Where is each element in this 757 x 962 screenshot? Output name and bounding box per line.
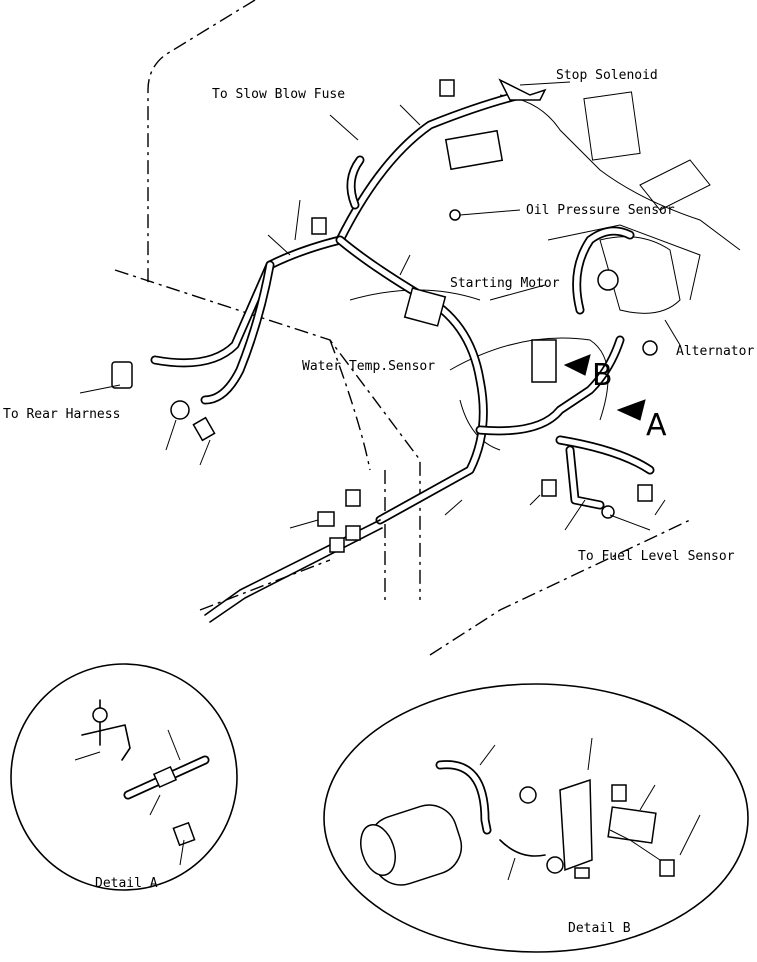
arrow-a-icon	[616, 399, 646, 421]
bolt-part	[345, 489, 361, 507]
label-to-slow-blow-fuse: To Slow Blow Fuse	[212, 87, 345, 102]
bolt-part	[439, 79, 455, 97]
clip-part	[317, 511, 335, 527]
bolt-part	[192, 416, 216, 442]
label-to-fuel-level-sensor: To Fuel Level Sensor	[578, 549, 735, 564]
rear-harness-connector	[111, 361, 133, 389]
label-to-rear-harness: To Rear Harness	[3, 407, 120, 422]
label-stop-solenoid: Stop Solenoid	[556, 68, 658, 83]
clamp-part	[170, 400, 190, 420]
oil-pressure-sensor-part	[449, 209, 461, 221]
main-harness	[150, 90, 655, 623]
starter-relay	[531, 339, 557, 383]
grommet-part	[345, 525, 361, 541]
relay-box	[444, 129, 504, 171]
alternator-pulley	[597, 269, 619, 291]
alternator-terminal	[642, 340, 658, 356]
label-alternator: Alternator	[676, 344, 754, 359]
bracket-detail	[559, 778, 593, 872]
label-starting-motor: Starting Motor	[450, 276, 560, 291]
view-arrows	[563, 354, 646, 421]
grommet-part	[329, 537, 345, 553]
leader-lines	[79, 81, 681, 531]
frame-outline	[114, 0, 691, 656]
label-oil-pressure-sensor: Oil Pressure Sensor	[526, 203, 675, 218]
detail-b	[323, 683, 749, 953]
bolt-part	[541, 479, 557, 497]
label-view-b: B	[592, 358, 613, 393]
stop-solenoid-part	[498, 78, 547, 101]
bolt-part	[311, 217, 327, 235]
arrow-b-icon	[563, 354, 591, 376]
detail-a	[10, 663, 238, 891]
harness-parts	[111, 78, 658, 553]
junction-box	[403, 287, 447, 327]
label-view-a: A	[646, 408, 667, 443]
label-detail-b: Detail B	[568, 921, 631, 936]
label-water-temp-sensor: Water Temp.Sensor	[302, 359, 435, 374]
label-detail-a: Detail A	[95, 876, 158, 891]
bolt-part	[637, 484, 653, 502]
relay-detail	[607, 806, 657, 844]
labels: To Slow Blow Fuse Stop Solenoid Oil Pres…	[3, 68, 754, 936]
